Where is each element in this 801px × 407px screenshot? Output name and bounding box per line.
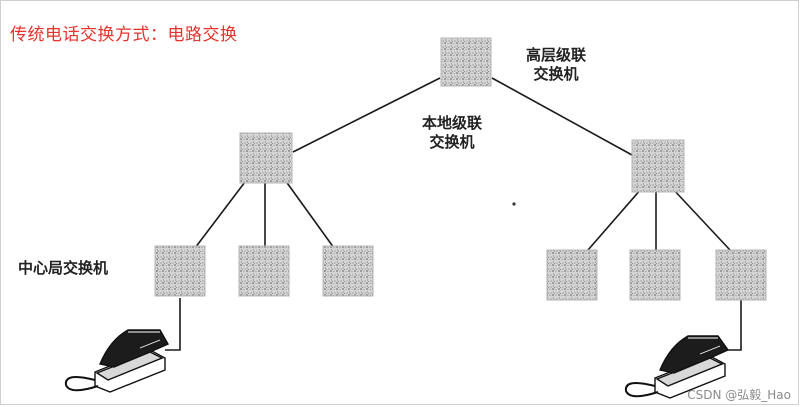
switch-co-left-2 — [238, 245, 290, 297]
switch-local-left — [239, 132, 293, 184]
local-switch-label: 本地级联 交换机 — [422, 114, 482, 152]
switch-co-left-3 — [322, 245, 374, 297]
local-switch-label-line1: 本地级联 — [422, 114, 483, 132]
switch-local-right — [631, 139, 685, 193]
stray-dot — [512, 202, 516, 206]
local-switch-label-line2: 交换机 — [429, 133, 475, 151]
link-right-3 — [671, 187, 731, 251]
diagram-title: 传统电话交换方式：电路交换 — [10, 25, 238, 45]
link-right-1 — [587, 187, 643, 251]
phone-wire-left — [165, 298, 181, 351]
telephone-icon — [64, 329, 169, 393]
switch-co-right-2 — [629, 249, 681, 301]
link-top-left — [292, 77, 441, 153]
link-top-right — [491, 77, 633, 156]
top-switch-label-line2: 交换机 — [533, 65, 579, 83]
switch-icon — [154, 37, 767, 301]
watermark: CSDN @弘毅_Hao — [687, 388, 791, 402]
switch-co-right-1 — [546, 249, 598, 301]
top-switch-label: 高层级联 交换机 — [526, 46, 586, 84]
switch-co-right-3 — [715, 249, 767, 301]
phone-wire-right — [722, 300, 742, 351]
link-left-3 — [284, 179, 335, 249]
top-switch-label-line1: 高层级联 — [526, 46, 587, 64]
central-office-label: 中心局交换机 — [18, 259, 109, 277]
telephone-icon — [624, 335, 730, 399]
switch-co-left-1 — [154, 245, 206, 297]
link-left-1 — [194, 177, 249, 249]
switch-top — [440, 37, 492, 87]
